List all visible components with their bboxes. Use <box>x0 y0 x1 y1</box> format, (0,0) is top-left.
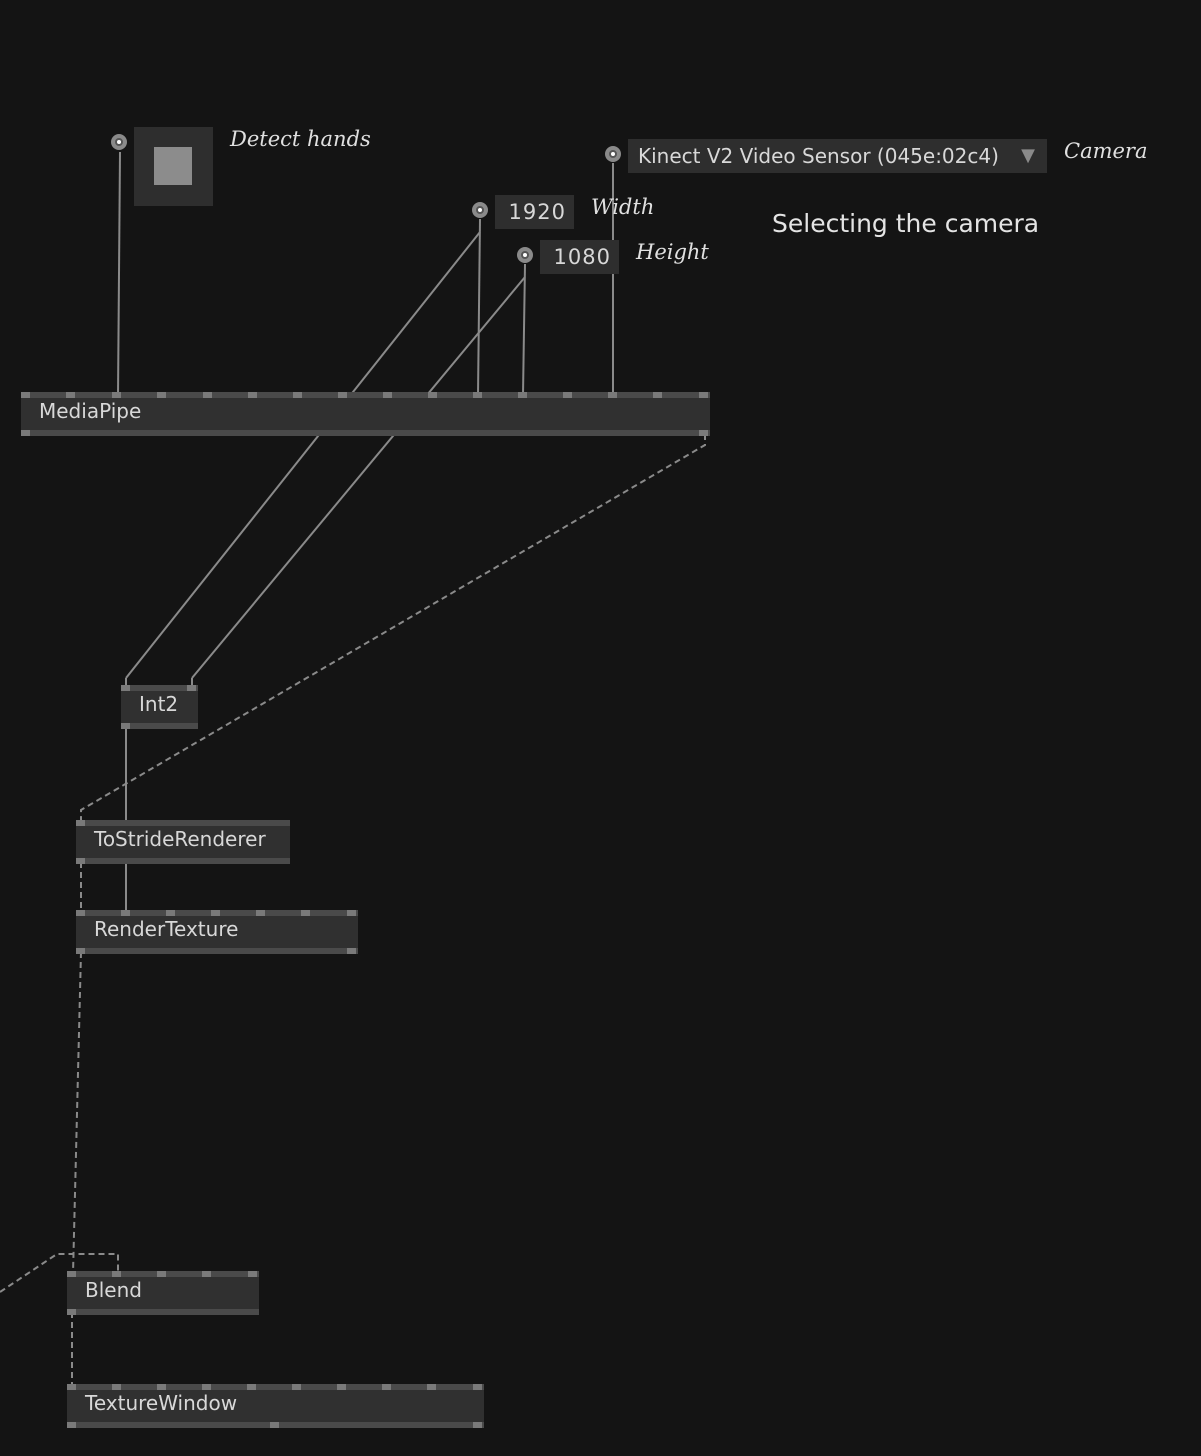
pin-out[interactable] <box>473 1422 482 1428</box>
link-detect-hands <box>117 151 121 396</box>
pin-in[interactable] <box>211 910 220 916</box>
pin-in[interactable] <box>187 685 196 691</box>
pin-in[interactable] <box>157 1271 166 1277</box>
chevron-down-icon[interactable]: ▼ <box>1021 145 1035 166</box>
camera-dropdown-value: Kinect V2 Video Sensor (045e:02c4) <box>638 144 999 168</box>
detect-hands-toggle[interactable] <box>134 127 213 206</box>
pin-in[interactable] <box>121 910 130 916</box>
pin-in[interactable] <box>383 392 392 398</box>
pin-in[interactable] <box>518 392 527 398</box>
pin-out[interactable] <box>121 723 130 729</box>
pin-in[interactable] <box>347 910 356 916</box>
pin-in[interactable] <box>473 1384 482 1390</box>
pin-in[interactable] <box>202 1271 211 1277</box>
pin-in[interactable] <box>67 1271 76 1277</box>
pin-in[interactable] <box>76 820 85 826</box>
link-width-to-mediapipe <box>477 218 481 396</box>
pin-in[interactable] <box>301 910 310 916</box>
height-pin-icon[interactable] <box>517 247 533 263</box>
pin-in[interactable] <box>292 1384 301 1390</box>
node-mediapipe[interactable]: MediaPipe <box>21 392 710 436</box>
pin-in[interactable] <box>256 910 265 916</box>
pin-out[interactable] <box>270 1422 279 1428</box>
node-to-stride-renderer[interactable]: ToStrideRenderer <box>76 820 290 864</box>
height-label: Height <box>636 240 709 264</box>
node-render-texture[interactable]: RenderTexture <box>76 910 358 954</box>
detect-hands-label: Detect hands <box>230 127 371 151</box>
pin-out[interactable] <box>21 430 30 436</box>
pin-in[interactable] <box>157 1384 166 1390</box>
pin-out[interactable] <box>67 1422 76 1428</box>
node-render-texture-title: RenderTexture <box>94 917 239 941</box>
pin-in[interactable] <box>338 392 347 398</box>
pin-in[interactable] <box>202 1384 211 1390</box>
pin-in[interactable] <box>67 1384 76 1390</box>
pin-in[interactable] <box>427 1384 436 1390</box>
link-height-to-mediapipe <box>522 263 526 396</box>
pin-in[interactable] <box>21 392 30 398</box>
pin-in[interactable] <box>337 1384 346 1390</box>
pin-in[interactable] <box>247 1384 256 1390</box>
pin-in[interactable] <box>248 392 257 398</box>
node-texture-window[interactable]: TextureWindow <box>67 1384 484 1428</box>
link-rendertexture-to-blend <box>72 951 82 1275</box>
node-mediapipe-title: MediaPipe <box>39 399 142 423</box>
link-width-to-int2 <box>125 231 481 679</box>
pin-in[interactable] <box>112 392 121 398</box>
pin-out[interactable] <box>67 1309 76 1315</box>
pin-out[interactable] <box>699 430 708 436</box>
width-numbox[interactable]: 1920 <box>495 195 574 229</box>
link-height-to-int2 <box>191 276 526 679</box>
pin-out[interactable] <box>76 948 85 954</box>
link-mediapipe-to-renderer <box>80 434 706 824</box>
pin-in[interactable] <box>248 1271 257 1277</box>
pin-in[interactable] <box>203 392 212 398</box>
pin-in[interactable] <box>157 392 166 398</box>
pin-in[interactable] <box>76 910 85 916</box>
node-int2-title: Int2 <box>139 692 179 716</box>
height-numbox[interactable]: 1080 <box>540 240 619 274</box>
pin-in[interactable] <box>653 392 662 398</box>
detect-hands-pin-icon[interactable] <box>111 134 127 150</box>
node-blend[interactable]: Blend <box>67 1271 259 1315</box>
pin-in[interactable] <box>563 392 572 398</box>
pin-in[interactable] <box>473 392 482 398</box>
pin-out[interactable] <box>76 858 85 864</box>
node-blend-title: Blend <box>85 1278 142 1302</box>
width-label: Width <box>591 195 655 219</box>
pin-in[interactable] <box>382 1384 391 1390</box>
pin-in[interactable] <box>699 392 708 398</box>
camera-pin-icon[interactable] <box>605 146 621 162</box>
node-to-stride-renderer-title: ToStrideRenderer <box>94 827 266 851</box>
pin-in[interactable] <box>293 392 302 398</box>
pin-in[interactable] <box>66 392 75 398</box>
pin-in[interactable] <box>121 685 130 691</box>
comment-text: Selecting the camera <box>772 209 1040 238</box>
width-pin-icon[interactable] <box>472 202 488 218</box>
node-texture-window-title: TextureWindow <box>85 1391 238 1415</box>
pin-in[interactable] <box>428 392 437 398</box>
camera-dropdown[interactable]: Kinect V2 Video Sensor (045e:02c4) ▼ <box>628 139 1047 173</box>
pin-in[interactable] <box>112 1384 121 1390</box>
pin-in[interactable] <box>166 910 175 916</box>
node-int2[interactable]: Int2 <box>121 685 198 729</box>
camera-label: Camera <box>1064 139 1148 163</box>
toggle-knob <box>154 147 192 185</box>
pin-in[interactable] <box>112 1271 121 1277</box>
pin-in[interactable] <box>608 392 617 398</box>
pin-out[interactable] <box>347 948 356 954</box>
